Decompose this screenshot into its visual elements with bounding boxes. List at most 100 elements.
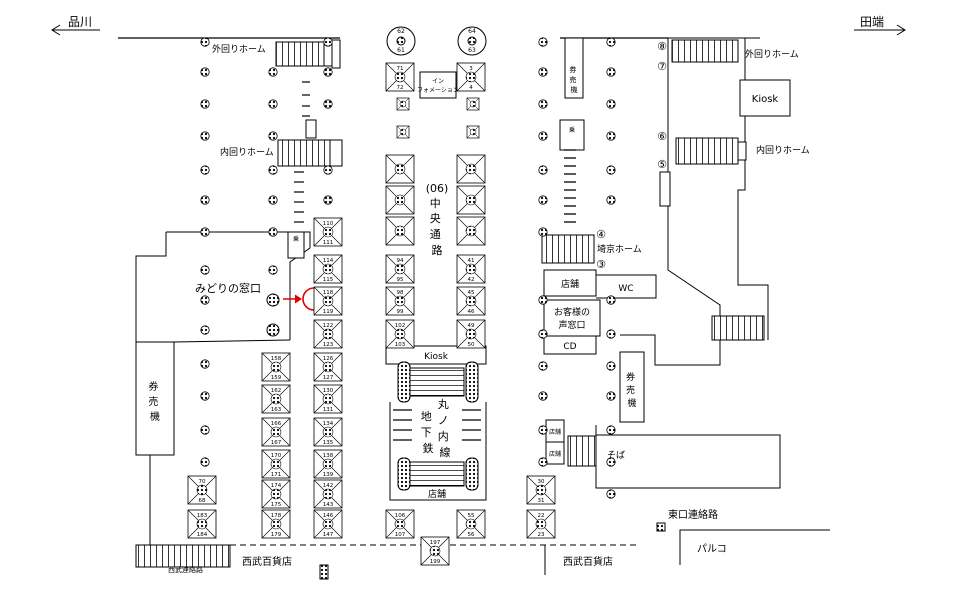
- shop-small-1: 店舗: [549, 428, 561, 436]
- direction-right-label: 田端: [860, 15, 884, 29]
- pillar-code: 49: [468, 323, 475, 329]
- pillar-code: 94: [397, 258, 404, 264]
- exit-3: ③: [596, 258, 606, 271]
- staff-label-left: 乗: [293, 236, 299, 243]
- pillar: [200, 295, 210, 305]
- shop-right: [543, 269, 597, 297]
- pillar: [606, 99, 616, 109]
- pillar-box: 34: [456, 62, 486, 92]
- pillar: [538, 99, 548, 109]
- pillar-box: 22 23: [526, 509, 556, 539]
- pillar: [606, 67, 616, 77]
- pillar-code: 31: [538, 498, 545, 504]
- pillars-layer: 7172341101111141151181191221231261271301…: [187, 37, 616, 566]
- pillar: [606, 195, 616, 205]
- pillar-code: 23: [538, 532, 545, 538]
- ticket-machine-top: [564, 37, 584, 99]
- pillar: [268, 131, 278, 141]
- pillar-code: 170: [271, 453, 282, 459]
- kiosk-right-label: Kiosk: [752, 94, 779, 105]
- pillar: [200, 67, 210, 77]
- pillar: [538, 391, 548, 401]
- pillar: [538, 37, 548, 47]
- pillar: [538, 457, 548, 467]
- information-label-1: イン: [432, 78, 444, 85]
- pillar-code: 95: [397, 277, 404, 283]
- pillar: [606, 457, 616, 467]
- pillar-code: 175: [271, 502, 282, 508]
- platform-inner-right: 内回りホーム: [756, 144, 810, 156]
- wc-label: WC: [618, 284, 633, 294]
- pillar-code: 147: [323, 532, 334, 538]
- shop-center-label: 店舗: [428, 488, 446, 500]
- pillar: [200, 265, 210, 275]
- exit-6: ⑥: [657, 130, 667, 143]
- pillar: [538, 227, 548, 237]
- pillar-code: 183: [197, 513, 208, 519]
- pillar-box: 94 95: [385, 254, 415, 284]
- platform-outer-left: 外回りホーム: [212, 43, 266, 55]
- pillar-code: 102: [395, 323, 406, 329]
- cd-label: CD: [563, 342, 576, 352]
- pillar-large: [266, 323, 280, 337]
- cd-box: [543, 335, 597, 355]
- pillar-code: 4: [469, 85, 473, 91]
- pillar: [606, 37, 616, 47]
- east-passage-label: 東口連絡路: [668, 508, 718, 521]
- pillar: [200, 165, 210, 175]
- direction-right: 田端: [854, 15, 906, 36]
- pillar-code: 46: [468, 309, 475, 315]
- platform-inner-left: 内回りホーム: [220, 146, 274, 158]
- pillar: [200, 99, 210, 109]
- pillar-code: 159: [271, 375, 282, 381]
- pillar-code: 45: [468, 290, 475, 296]
- pillar: [268, 67, 278, 77]
- direction-left-label: 品川: [68, 15, 92, 29]
- kiosk-center: [385, 345, 487, 365]
- pillar-pair: [385, 216, 415, 246]
- ticket-machine-top-label: 券 売 機: [569, 65, 578, 94]
- pillar: [323, 165, 333, 175]
- pillar-code: 171: [271, 472, 282, 478]
- subway-entrance: [389, 361, 487, 501]
- pillar: [606, 391, 616, 401]
- exit-8: ⑧: [657, 40, 667, 53]
- pillar-code: 130: [323, 388, 334, 394]
- exit-4: ④: [596, 228, 606, 241]
- pillar-large: [266, 293, 280, 307]
- customer-label-2: 声窓口: [558, 319, 585, 331]
- pillar-pair: [456, 154, 486, 184]
- pillar-code: 178: [271, 513, 282, 519]
- ticket-machine-left-label: 券 売 機: [148, 380, 161, 423]
- pillar-code: 146: [323, 513, 334, 519]
- pillar-code: 99: [397, 309, 404, 315]
- pillar: [200, 391, 210, 401]
- pillar: [200, 359, 210, 369]
- pillar: [538, 295, 548, 305]
- pillar: [538, 361, 548, 371]
- pillar: [538, 67, 548, 77]
- pillar: [268, 165, 278, 175]
- platform-saikyo: 埼京ホーム: [597, 243, 642, 255]
- pillar-code: 22: [538, 513, 545, 519]
- platform-outer-right: 外回りホーム: [745, 48, 799, 60]
- escalator-dashes-right: [564, 149, 576, 223]
- customer-label-1: お客様の: [554, 306, 590, 318]
- pillar: [606, 489, 616, 499]
- pillar-pair: [456, 216, 486, 246]
- pillar-code: 119: [323, 309, 334, 315]
- shop-right-label: 店舗: [561, 278, 579, 290]
- pillar: [606, 295, 616, 305]
- subway-side-stairs: [393, 409, 481, 441]
- ticket-machine-left: [135, 341, 175, 456]
